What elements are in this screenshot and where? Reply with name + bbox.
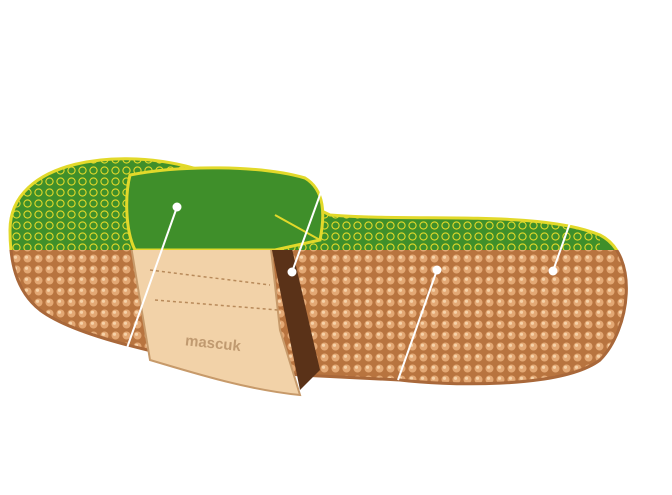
callout-line [397, 269, 438, 381]
sole-photo-half [9, 250, 628, 397]
callout-dot [287, 267, 297, 277]
callout-dot [172, 202, 182, 212]
sole-illustration-half [8, 157, 619, 250]
callout-dot [548, 266, 558, 276]
callout-line [552, 219, 572, 272]
callout-line [121, 206, 178, 363]
callout-lines [121, 191, 572, 381]
brand-logo: mascuk [184, 332, 242, 355]
callout-line [291, 191, 322, 273]
callout-dot [432, 265, 442, 275]
